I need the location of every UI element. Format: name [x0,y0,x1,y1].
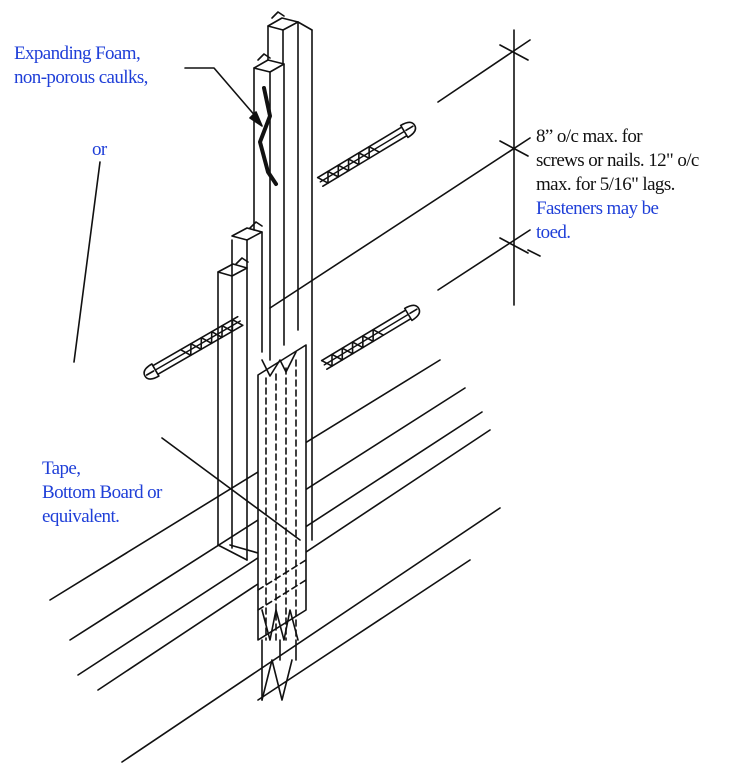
spacing-label-line1: 8” o/c max. for [536,126,643,147]
tape-label-line3: equivalent. [42,506,120,527]
tape-label-line2: Bottom Board or [42,482,162,503]
screw-icon [316,121,417,187]
foam-label-line2: non-porous caulks, [14,67,148,88]
dimension-lines [269,29,541,309]
or-label-text: or [92,139,107,160]
spacing-label: 8” o/c max. for screws or nails. 12" o/c… [536,125,699,245]
spacing-label-line2: screws or nails. 12" o/c [536,150,699,171]
tape-label: Tape, Bottom Board or equivalent. [42,457,162,529]
screw-icon [143,315,244,380]
zigzag-seal-icon [258,86,278,186]
foam-label: Expanding Foam, non-porous caulks, [14,42,148,90]
leader-lines [73,67,301,541]
spacing-label-line3: max. for 5/16" lags. [536,174,675,195]
spacing-label-line5: toed. [536,222,571,243]
or-label: or [92,138,107,162]
spacing-label-line4: Fasteners may be [536,198,659,219]
splice-plate [257,344,307,701]
tape-label-line1: Tape, [42,458,81,479]
foam-label-line1: Expanding Foam, [14,43,141,64]
front-stud [217,221,263,561]
screw-icon [320,304,421,370]
